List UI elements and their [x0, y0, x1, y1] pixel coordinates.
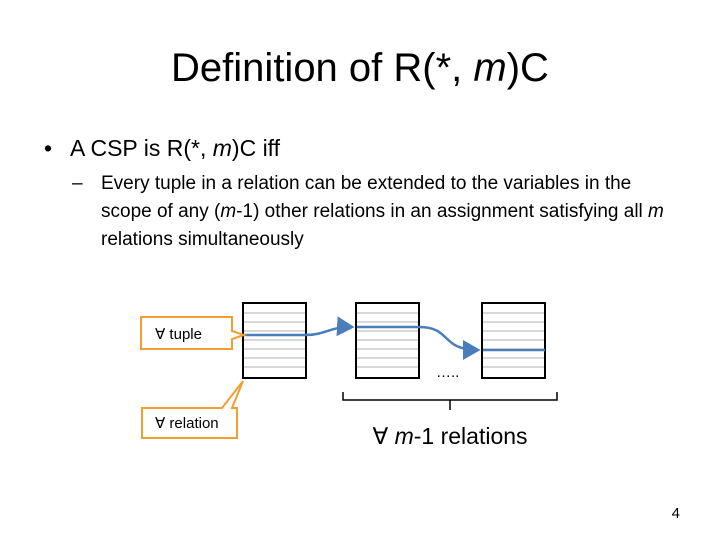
relation-table-1: [242, 302, 307, 379]
ellipsis: …..: [436, 364, 459, 381]
tuple-callout-label: ∀ tuple: [155, 326, 202, 343]
relation-callout: ∀ relation: [141, 380, 244, 439]
bullet-dot-icon: •: [44, 135, 53, 161]
extension-arrow-2: [418, 325, 481, 360]
relation-table-2: [355, 302, 420, 379]
relations-bracket: [342, 392, 558, 410]
sub-bullet-dash: –: [72, 173, 83, 194]
relation-table-3: [481, 302, 546, 379]
relation-callout-label: ∀ relation: [155, 415, 219, 432]
sub-bullet: – Every tuple in a relation can be exten…: [72, 170, 672, 254]
page-number: 4: [671, 505, 680, 522]
slide-title: Definition of R(*, m)C: [171, 46, 549, 90]
sub-bullet-text: Every tuple in a relation can be extende…: [101, 173, 664, 250]
main-bullet: •A CSP is R(*, m)C iff: [44, 130, 280, 166]
bracket-label: ∀ m-1 relations: [372, 423, 527, 449]
tuple-callout: ∀ tuple: [140, 316, 248, 350]
extension-arrow-1: [305, 316, 355, 337]
